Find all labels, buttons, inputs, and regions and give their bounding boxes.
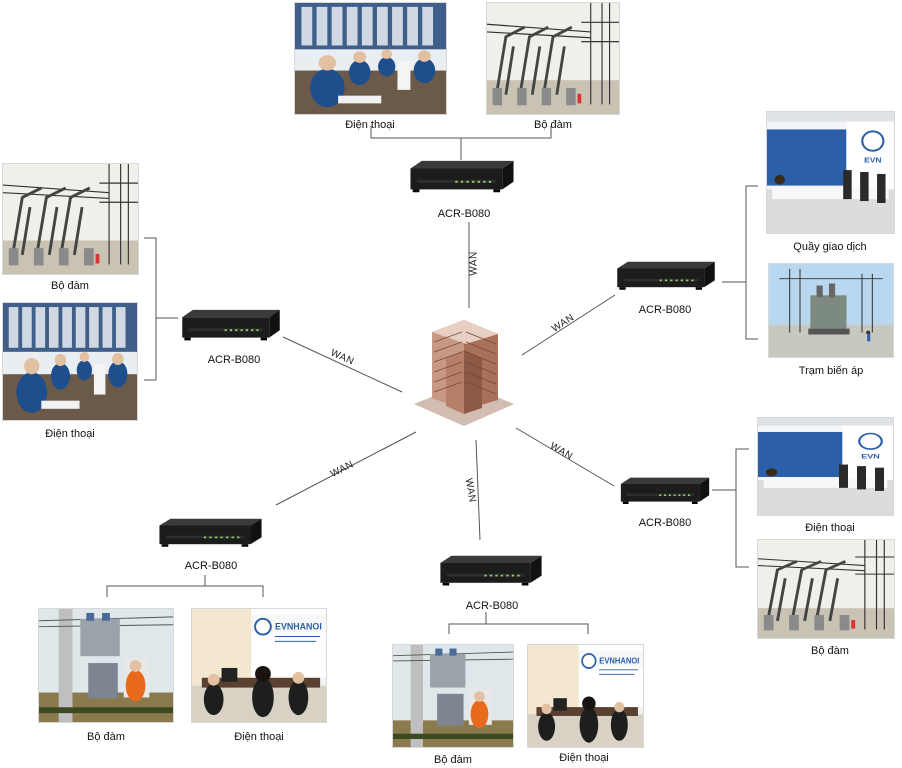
router-bottom-left-label: ACR-B080 xyxy=(184,560,238,572)
router-right-lower-icon[interactable] xyxy=(617,476,713,508)
headquarters-building-icon[interactable] xyxy=(412,318,516,436)
bracket-top xyxy=(370,126,552,160)
caption-right-upper-counter: Quầy giao dịch xyxy=(793,241,867,253)
caption-bottom-mid-phone: Điện thoại xyxy=(559,752,609,764)
wan-link-bottom-left xyxy=(275,431,417,506)
router-top-icon[interactable] xyxy=(406,159,518,197)
photo-right-lower-phone xyxy=(757,417,894,516)
wan-label-top: WAN xyxy=(468,251,480,276)
bracket-bottom-left xyxy=(106,575,264,597)
photo-right-upper-counter xyxy=(766,111,895,234)
caption-top-radio: Bộ đàm xyxy=(534,119,572,131)
photo-bottom-left-phone xyxy=(191,608,327,723)
photo-left-radio xyxy=(2,163,139,275)
bracket-left xyxy=(144,237,178,381)
caption-right-lower-phone: Điện thoại xyxy=(805,522,855,534)
wan-link-bottom-mid xyxy=(475,439,481,541)
router-bottom-mid-icon[interactable] xyxy=(436,554,546,590)
router-left-label: ACR-B080 xyxy=(207,354,261,366)
router-right-upper-label: ACR-B080 xyxy=(638,304,692,316)
caption-right-lower-radio: Bộ đàm xyxy=(811,645,849,657)
photo-left-phone xyxy=(2,302,138,421)
caption-left-phone: Điện thoại xyxy=(45,428,95,440)
wan-link-left xyxy=(282,336,403,393)
router-top-label: ACR-B080 xyxy=(437,208,491,220)
caption-right-upper-transformer: Trạm biến áp xyxy=(798,365,864,377)
caption-top-phone: Điện thoại xyxy=(345,119,395,131)
bracket-right-upper xyxy=(722,185,758,340)
photo-bottom-mid-radio xyxy=(392,644,514,748)
caption-bottom-mid-radio: Bộ đàm xyxy=(434,754,472,766)
photo-right-upper-transformer xyxy=(768,263,894,358)
router-bottom-mid-label: ACR-B080 xyxy=(465,600,519,612)
router-right-lower-label: ACR-B080 xyxy=(638,517,692,529)
bracket-right-lower xyxy=(712,448,749,568)
photo-right-lower-radio xyxy=(757,539,895,639)
router-bottom-left-icon[interactable] xyxy=(155,517,266,551)
caption-left-radio: Bộ đàm xyxy=(51,280,89,292)
router-right-upper-icon[interactable] xyxy=(613,260,719,294)
photo-top-phone xyxy=(294,2,447,115)
wan-link-right-upper xyxy=(521,294,616,356)
wan-link-right-lower xyxy=(515,427,615,487)
photo-bottom-mid-phone xyxy=(527,644,644,748)
bracket-bottom-mid xyxy=(448,612,589,634)
caption-bottom-left-radio: Bộ đàm xyxy=(87,731,125,743)
caption-bottom-left-phone: Điện thoại xyxy=(234,731,284,743)
router-left-icon[interactable] xyxy=(178,308,284,345)
photo-bottom-left-radio xyxy=(38,608,174,723)
photo-top-radio xyxy=(486,2,620,115)
